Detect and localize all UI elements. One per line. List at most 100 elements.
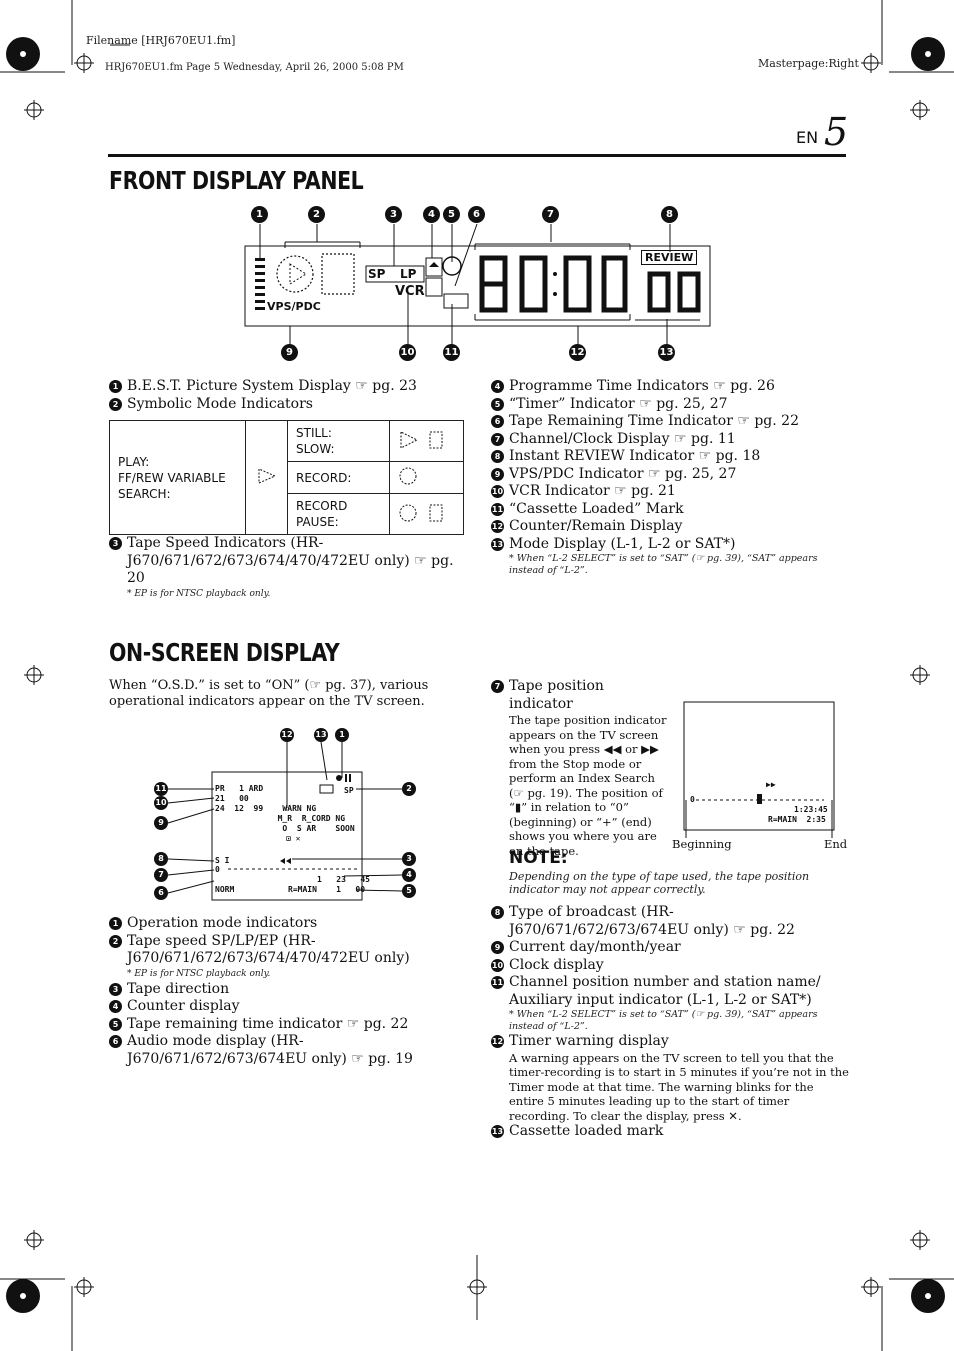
callout-4: 4 [402,868,416,882]
language-label: EN [796,128,819,147]
osd-tape-zero: 0 [215,865,220,874]
record-pause-icon [399,504,443,521]
callout-9: 9 [281,344,298,361]
table-row-label: RECORD PAUSE: [287,493,390,535]
osd-sp: SP [344,786,354,795]
callout-7: 7 [542,206,559,223]
play-symbol-icon [258,468,276,484]
callout-9: 9 [154,816,168,830]
tape-position-graphic [683,701,835,838]
display-vcr: VCR [395,284,425,299]
label-end: End [824,837,848,851]
display-panel-graphic [244,223,711,344]
callout-7: 7 [154,868,168,882]
callout-2: 2 [308,206,325,223]
callout-4: 4 [423,206,440,223]
callout-2: 2 [402,782,416,796]
callout-8: 8 [154,852,168,866]
header-masterpage: Masterpage:Right [758,57,859,70]
tape-zero: 0 [690,795,695,804]
callout-6: 6 [154,886,168,900]
table-play-label: PLAY: FF/REW VARIABLE SEARCH: [109,420,246,535]
callout-12: 12 [569,344,586,361]
callout-3: 3 [385,206,402,223]
osd-line-warning1: M_R R_CORD NG [215,814,346,823]
callout-1: 1 [335,728,349,742]
page-number: 5 [824,110,849,154]
callout-10: 10 [399,344,416,361]
display-vps-pdc: VPS/PDC [267,300,321,313]
callout-12: 12 [280,728,294,742]
tape-ff-icon: ▶▶ [766,780,776,789]
front-display-diagram: 1 2 3 4 5 6 7 8 [240,204,720,364]
callout-13: 13 [658,344,675,361]
osd-clear-mark: ⊡ ✕ [286,834,301,843]
header-filename: Filename [HRJ670EU1.fm] [86,34,236,47]
callout-6: 6 [468,206,485,223]
section-title-front-display: FRONT DISPLAY PANEL [109,166,364,195]
sat-note: * When “L-2 SELECT” is set to “SAT” (☞ p… [509,1009,818,1032]
table-row-symbol [389,493,464,535]
osd-line-date: 24 12 99 WARN NG [215,804,317,813]
sat-note: * When “L-2 SELECT” is set to “SAT” (☞ p… [509,553,818,576]
tape-remain: R=MAIN 2:35 [768,815,826,824]
ep-note: * EP is for NTSC playback only. [127,588,271,599]
label-beginning: Beginning [672,837,732,851]
display-lp: LP [400,267,417,281]
callout-8: 8 [661,206,678,223]
callout-1: 1 [251,206,268,223]
osd-line-channel: PR 1 ARD [215,784,264,793]
osd-line-warning2: O S AR SOON [215,824,355,833]
still-slow-icon [400,430,443,449]
record-icon [399,467,417,485]
callout-5: 5 [402,884,416,898]
osd-norm: NORM [215,885,235,894]
callout-5: 5 [443,206,460,223]
callout-11: 11 [443,344,460,361]
osd-screen-diagram: 12 13 1 11 10 9 8 7 6 2 3 4 5 PR 1 [152,726,422,906]
osd-remain: R=MAIN 1 00 [288,885,366,894]
callout-11: 11 [154,782,168,796]
osd-counter: 1 23 45 [317,875,370,884]
timer-warning-body: A warning appears on the TV screen to te… [509,1050,849,1123]
ep-note: * EP is for NTSC playback only. [127,968,271,979]
tape-position-body: The tape position indicator appears on t… [509,713,667,858]
symbolic-mode-table: PLAY: FF/REW VARIABLE SEARCH: STILL: SLO… [109,420,464,535]
section-title-osd: ON-SCREEN DISPLAY [109,638,340,667]
list-item: 11“Cassette Loaded” Mark [491,500,684,517]
table-row-symbol [389,420,464,462]
table-row-label: RECORD: [287,461,390,494]
tape-position-diagram: ▶▶ 0 1:23:45 R=MAIN 2:35 Beginning End [672,700,852,856]
osd-intro: When “O.S.D.” is set to “ON” (☞ pg. 37),… [109,678,429,709]
osd-line-clock: 21 00 [215,794,249,803]
list-item: 5“Timer” Indicator ☞ pg. 25, 27 [491,396,831,414]
callout-10: 10 [154,796,168,810]
header-fileinfo: HRJ670EU1.fm Page 5 Wednesday, April 26,… [105,62,404,73]
tape-counter: 1:23:45 [794,805,828,814]
